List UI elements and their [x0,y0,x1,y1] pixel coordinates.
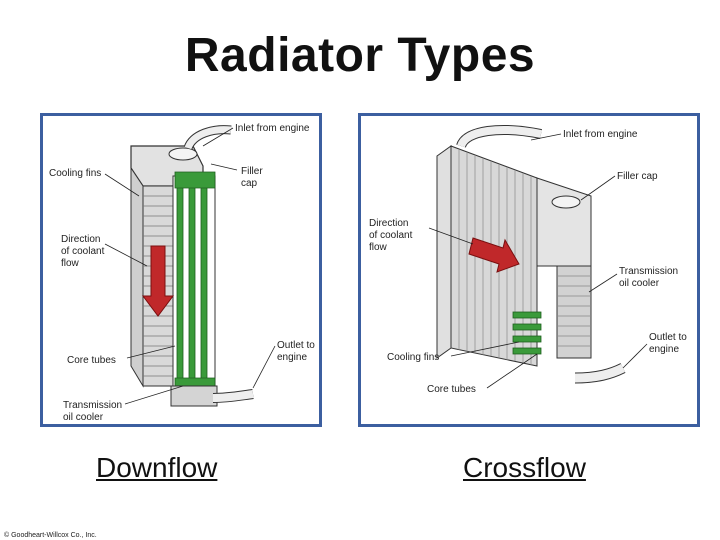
label-filler-cap-line1: Filler [241,166,263,177]
label-outlet-line2: engine [649,344,679,355]
label-outlet-line2: engine [277,352,307,363]
label-direction-line1: Direction [369,218,408,229]
label-transmission-line1: Transmission [619,266,678,277]
label-core-tubes: Core tubes [427,384,476,395]
crossflow-caption: Crossflow [463,452,586,483]
label-direction-line2: of coolant [61,246,105,257]
label-direction-line1: Direction [61,234,100,245]
label-transmission-line2: oil cooler [63,412,104,423]
label-cooling-fins: Cooling fins [387,352,439,363]
label-filler-cap: Filler cap [617,171,658,182]
page-title: Radiator Types [184,29,536,82]
downflow-caption: Downflow [96,452,218,483]
label-inlet-from-engine: Inlet from engine [235,123,310,134]
label-outlet-line1: Outlet to [649,332,687,343]
label-direction-line3: flow [369,242,388,253]
copyright-notice: © Goodheart-Willcox Co., Inc. [4,532,97,539]
label-direction-line3: flow [61,258,80,269]
label-inlet-from-engine: Inlet from engine [563,129,638,140]
label-filler-cap-line2: cap [241,178,258,189]
downflow-radiator-illustration: Inlet from engine Cooling fins Filler ca… [49,123,315,423]
label-transmission-line2: oil cooler [619,278,660,289]
label-direction-line2: of coolant [369,230,413,241]
label-transmission-line1: Transmission [63,400,122,411]
label-core-tubes: Core tubes [67,355,116,366]
label-cooling-fins: Cooling fins [49,168,101,179]
label-outlet-line1: Outlet to [277,340,315,351]
crossflow-radiator-illustration: Inlet from engine Filler cap Direction o… [369,125,687,395]
crossflow-diagram-panel: Inlet from engine Filler cap Direction o… [358,113,700,427]
downflow-diagram-panel: Inlet from engine Cooling fins Filler ca… [40,113,322,427]
